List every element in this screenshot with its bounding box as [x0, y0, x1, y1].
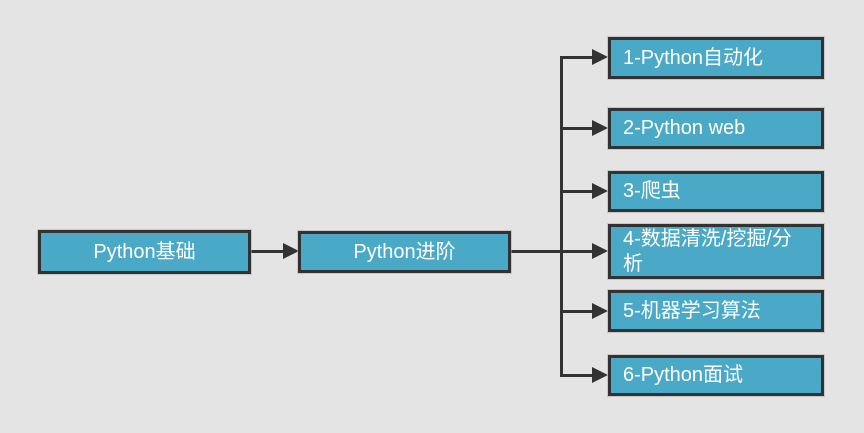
connector-branch-3	[560, 190, 594, 193]
node-python-interview[interactable]: 6-Python面试	[608, 355, 824, 396]
arrowhead-icon	[592, 367, 608, 383]
node-label: 1-Python自动化	[623, 46, 764, 69]
node-label: Python基础	[93, 240, 196, 263]
node-label: 5-机器学习算法	[623, 299, 761, 322]
arrowhead-icon	[592, 303, 608, 319]
arrowhead-icon	[283, 243, 299, 259]
node-machine-learning-algorithms[interactable]: 5-机器学习算法	[608, 290, 824, 332]
connector-branch-6	[560, 374, 594, 377]
node-label: 4-数据清洗/挖掘/分析	[623, 227, 792, 275]
arrowhead-icon	[592, 243, 608, 259]
node-python-basics[interactable]: Python基础	[38, 230, 251, 274]
arrowhead-icon	[592, 120, 608, 136]
node-label: 3-爬虫	[623, 180, 681, 202]
arrowhead-icon	[592, 183, 608, 199]
node-python-automation[interactable]: 1-Python自动化	[608, 37, 824, 79]
node-python-web[interactable]: 2-Python web	[608, 108, 824, 149]
connector-root-to-mid	[251, 250, 285, 253]
connector-branch-5	[560, 310, 594, 313]
connector-branch-4	[560, 250, 594, 253]
node-label: 6-Python面试	[623, 364, 744, 386]
node-python-advanced[interactable]: Python进阶	[298, 231, 511, 273]
connector-mid-to-trunk	[511, 250, 562, 253]
arrowhead-icon	[592, 49, 608, 65]
node-label: Python进阶	[353, 240, 456, 263]
node-data-cleaning-mining-analysis[interactable]: 4-数据清洗/挖掘/分析	[608, 224, 824, 279]
connector-trunk	[560, 56, 563, 377]
node-web-crawler[interactable]: 3-爬虫	[608, 171, 824, 212]
connector-branch-1	[560, 56, 594, 59]
node-label: 2-Python web	[623, 117, 746, 139]
connector-branch-2	[560, 127, 594, 130]
